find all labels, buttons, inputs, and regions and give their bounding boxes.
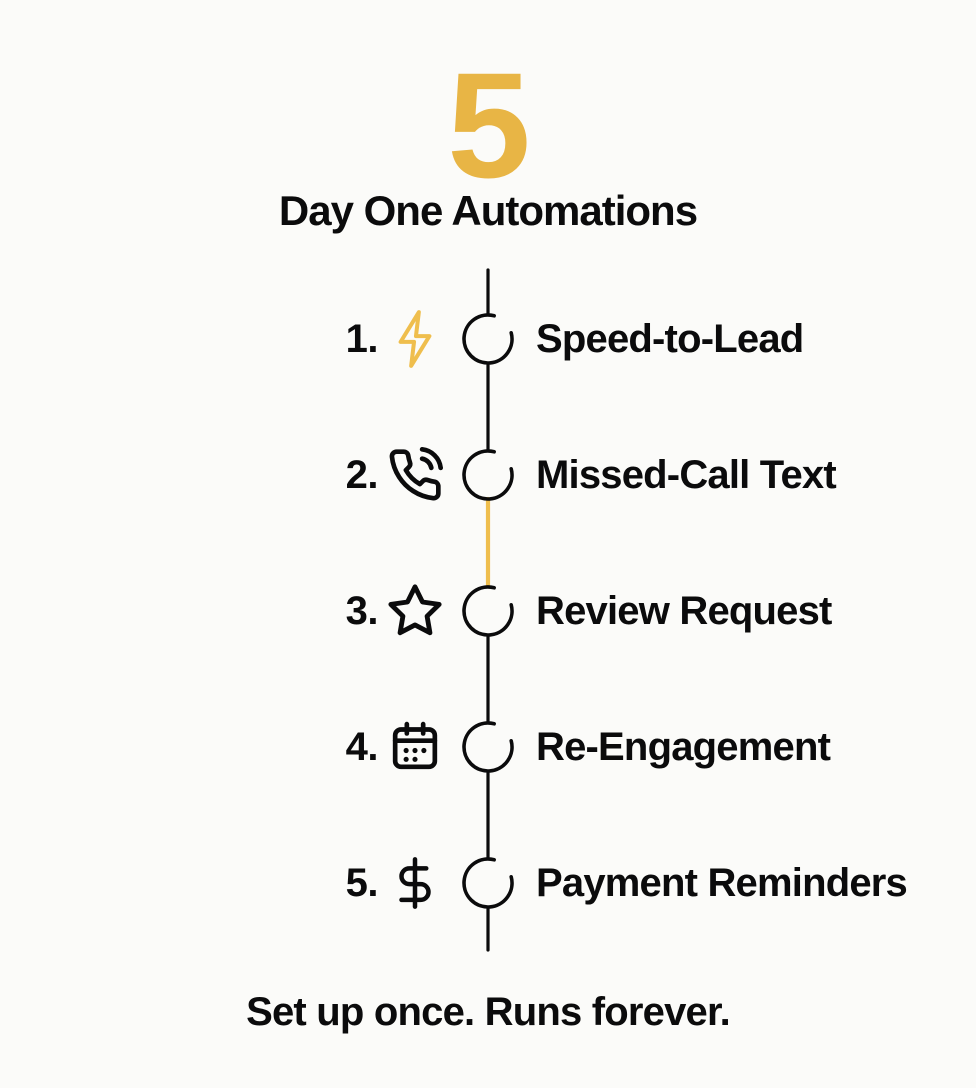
lightning-bolt-icon [386, 305, 444, 373]
calendar-icon [386, 713, 444, 781]
timeline-node-1 [462, 313, 514, 365]
dollar-sign-icon [386, 849, 444, 917]
big-number: 5 [447, 41, 530, 209]
page-title: Day One Automations [278, 187, 698, 234]
timeline-node-4 [462, 721, 514, 773]
timeline-item-review-request: 3. Review Request [0, 577, 976, 645]
footer-caption: Set up once. Runs forever. [246, 990, 731, 1034]
item-label: Missed-Call Text [536, 453, 837, 497]
timeline-item-payment-reminders: 5. Payment Reminders [0, 849, 976, 917]
timeline-node-5 [462, 857, 514, 909]
timeline-node-3 [462, 585, 514, 637]
star-icon [386, 577, 444, 645]
item-number: 3. [345, 589, 379, 633]
timeline-node-2 [462, 449, 514, 501]
item-label: Speed-to-Lead [536, 317, 804, 361]
item-label: Review Request [536, 589, 832, 633]
timeline-item-speed-to-lead: 1. Speed-to-Lead [0, 305, 976, 373]
item-label: Re-Engagement [536, 725, 831, 769]
item-number: 4. [345, 725, 379, 769]
item-number: 1. [345, 317, 379, 361]
item-label: Payment Reminders [536, 861, 908, 905]
item-number: 2. [345, 453, 379, 497]
timeline-item-re-engagement: 4. Re-Engagement [0, 713, 976, 781]
item-number: 5. [345, 861, 379, 905]
timeline-item-missed-call-text: 2. Missed-Call Text [0, 441, 976, 509]
phone-call-icon [386, 441, 444, 509]
